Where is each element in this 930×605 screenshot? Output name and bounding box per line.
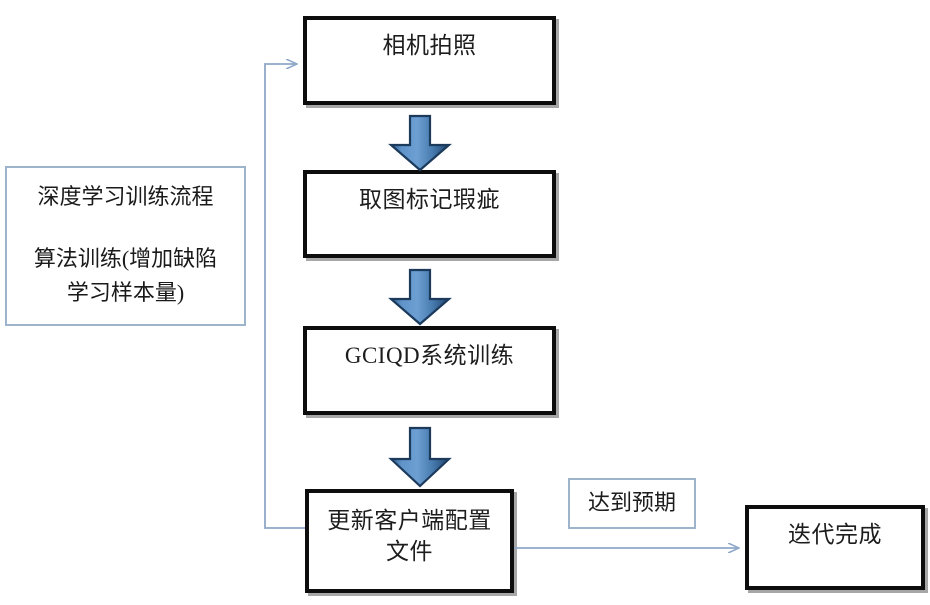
node-iteration-complete-label: 迭代完成	[788, 522, 882, 547]
node-gciqd-training-label: GCIQD系统训练	[344, 343, 515, 368]
panel-title-line: 深度学习训练流程	[37, 184, 214, 209]
node-gciqd-training[interactable]: GCIQD系统训练	[303, 326, 556, 415]
block-arrow-train-to-update	[388, 426, 452, 488]
note-meets-expectation: 达到预期	[568, 478, 696, 529]
node-camera-label: 相机拍照	[382, 33, 477, 58]
node-update-client-config[interactable]: 更新客户端配置 文件	[305, 489, 514, 593]
node-iteration-complete[interactable]: 迭代完成	[745, 505, 925, 590]
note-meets-expectation-label: 达到预期	[587, 490, 676, 515]
feedback-loop-update-to-camera	[264, 64, 305, 529]
node-camera[interactable]: 相机拍照	[303, 16, 556, 105]
block-arrow-mark-to-train	[388, 268, 452, 326]
training-process-panel: 深度学习训练流程 算法训练(增加缺陷 学习样本量)	[5, 166, 246, 326]
panel-detail-line: 算法训练(增加缺陷 学习样本量)	[33, 246, 218, 305]
node-mark-defects[interactable]: 取图标记瑕疵	[303, 170, 556, 258]
node-mark-defects-label: 取图标记瑕疵	[359, 187, 500, 212]
block-arrow-camera-to-mark	[388, 114, 452, 172]
node-update-client-config-label: 更新客户端配置 文件	[327, 508, 492, 564]
